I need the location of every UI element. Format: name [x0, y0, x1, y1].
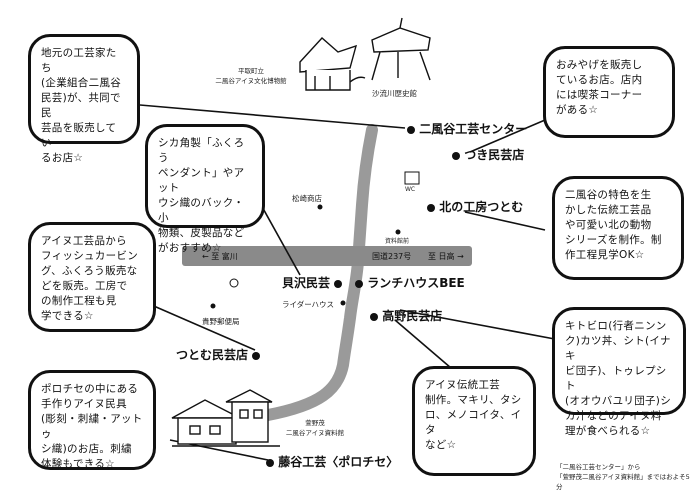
museum-label: 平取町立 二風谷アイヌ文化博物館 — [215, 67, 287, 85]
wc-sign — [404, 171, 420, 185]
kayano-museum-label: 萱野茂 二風谷アイヌ資料館 — [285, 419, 345, 437]
shop-kaizawa-mingei: 貝沢民芸 — [282, 274, 343, 291]
distance-note: 「二風谷工芸センター」から 「萱野茂二風谷アイヌ資料館」まではおよそ5分 — [556, 463, 690, 491]
bubble-kita-kobo: 二風谷の特色を生 かした伝統工芸品 や可愛い北の動物 シリーズを制作。制 作工程… — [552, 176, 684, 280]
landmark-dots — [210, 204, 401, 309]
post-office-label: 貴野郵便局 — [202, 317, 240, 326]
road-route-label: 国道237号 — [372, 252, 412, 261]
shop-label: つとむ民芸店 — [176, 348, 249, 362]
shop-nibutani-kogei-center: 二風谷工芸センター — [407, 120, 527, 137]
shop-label: ランチハウスBEE — [367, 276, 465, 290]
road-west-label: ← 至 富川 — [202, 252, 238, 261]
house-illustration — [171, 389, 280, 447]
road-east-label: 至 日高 → — [428, 252, 464, 261]
parking-label: 資料館前 — [385, 238, 410, 245]
bubble-nibutani-center: 地元の工芸家たち (企業組合二風谷 民芸)が、共同で民 芸品を販売してい るお店… — [28, 34, 140, 164]
shop-marker-icon — [355, 279, 363, 288]
shop-tsuki-mingei: つき民芸店 — [452, 146, 524, 163]
bubble-takano: アイヌ伝統工芸 制作。マキリ、タシ ロ、メノコイタ、イタ など☆ — [412, 366, 536, 476]
side-road — [262, 124, 378, 421]
pin-icon — [229, 278, 239, 288]
shop-lunch-house-bee: ランチハウスBEE — [355, 274, 465, 291]
shop-label: 北の工房つとむ — [439, 200, 524, 214]
shop-marker-icon — [252, 351, 261, 360]
shop-label: つき民芸店 — [464, 148, 525, 162]
shop-label: 貝沢民芸 — [282, 276, 331, 290]
shop-marker-icon — [334, 279, 343, 288]
bubble-fujito: ポロチセの中にある 手作りアイヌ民具 (彫刻・刺繍・アットゥ シ織)のお店。刺繍… — [28, 370, 156, 470]
shop-tsutomu-mingei: つとむ民芸店 — [176, 346, 261, 363]
bubble-kaizawa: シカ角製「ふくろう ペンダント」やアット ウシ織のバック・小 物類、皮製品など … — [145, 124, 265, 254]
shop-label: 二風谷工芸センター — [419, 122, 528, 136]
history-hall-illustration — [371, 17, 431, 81]
shop-marker-icon — [452, 151, 460, 160]
matsuoka-store-label: 松崎商店 — [292, 194, 322, 203]
shop-marker-icon — [370, 312, 378, 321]
rider-house-label: ライダーハウス — [282, 300, 335, 309]
shop-marker-icon — [407, 125, 415, 134]
bubble-tsutomu-mingei: アイヌ工芸品から フィッシュカービン グ、ふくろう販売な どを販売。工房で の制… — [28, 222, 156, 332]
shop-marker-icon — [427, 203, 435, 212]
shop-label: 高野民芸店 — [382, 309, 443, 323]
shop-marker-icon — [266, 458, 274, 467]
shop-kita-no-kobo-tsutomu: 北の工房つとむ — [427, 198, 523, 215]
museum-illustration — [299, 37, 366, 91]
bubble-tsuki-mingei: おみやげを販売し ているお店。店内 には喫茶コーナー がある☆ — [543, 46, 675, 138]
shop-takano-mingei: 高野民芸店 — [370, 307, 442, 324]
wc-label: WC — [405, 186, 416, 193]
history-hall-label: 沙流川歴史館 — [372, 89, 417, 98]
shop-label: 藤谷工芸〈ポロチセ〉 — [278, 455, 399, 469]
shop-fujito-kogei: 藤谷工芸〈ポロチセ〉 — [266, 453, 398, 470]
bubble-lunch-house: キトビロ(行者ニンン ク)カツ丼、シト(イナキ ビ団子)、トゥレプシト (オオウ… — [552, 307, 686, 437]
main-road — [182, 246, 472, 266]
